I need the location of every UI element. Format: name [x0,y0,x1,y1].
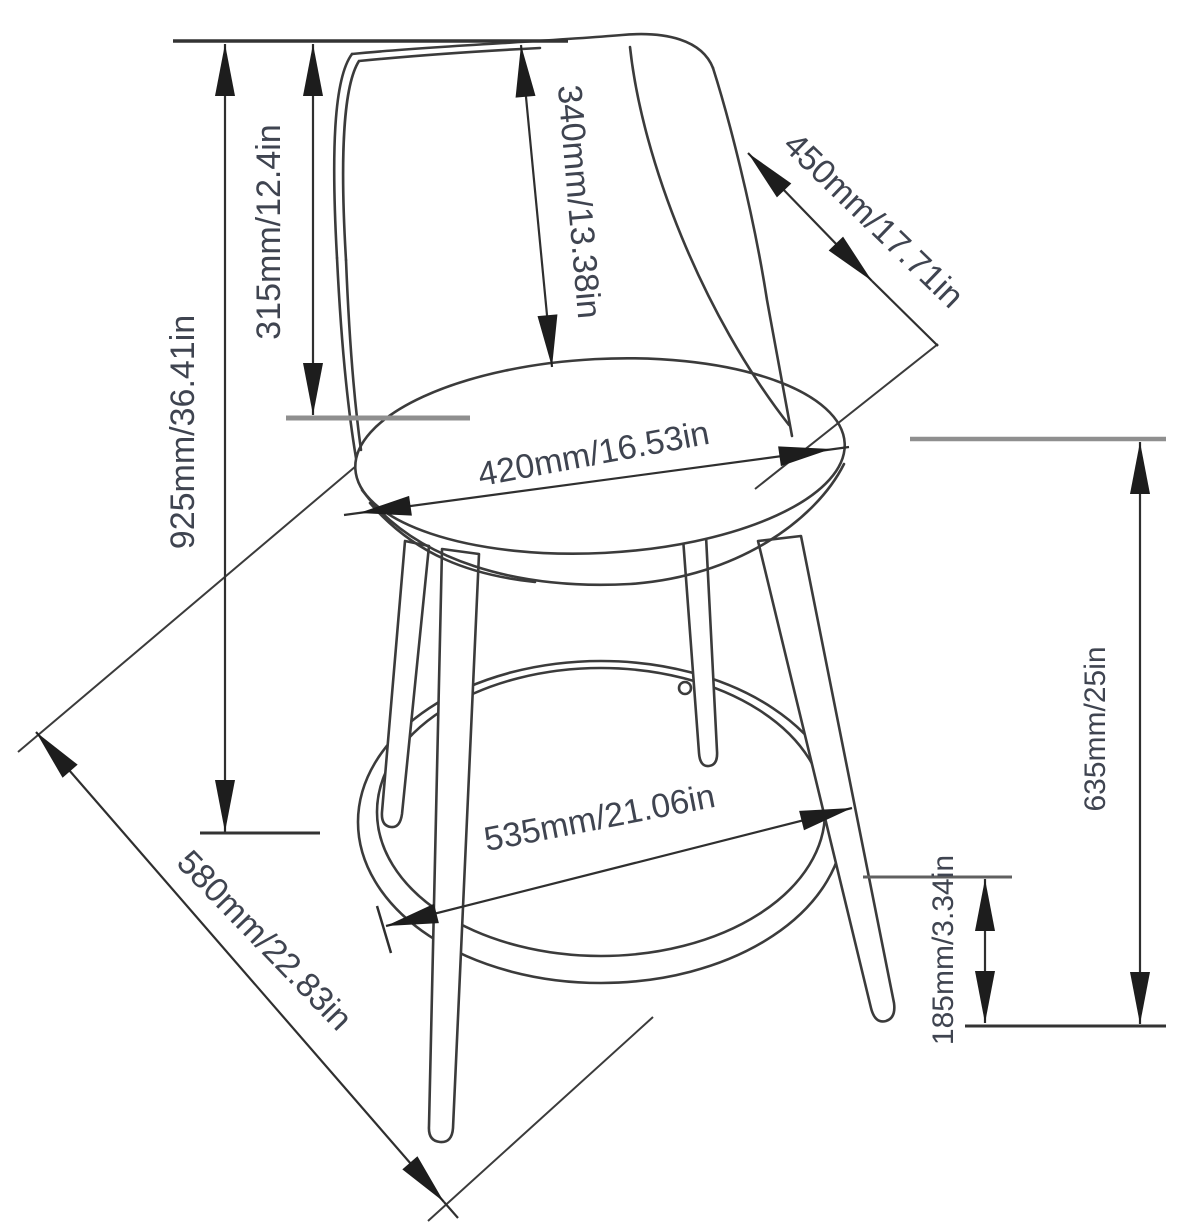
footrest-ring-bolt [677,680,693,696]
dimension-lines [35,44,1142,1219]
dim-line-base-depth-tail [443,1201,459,1219]
arrowhead [36,732,78,778]
backrest-left-inner-line [341,46,542,262]
depth-extension-upper [17,465,357,753]
arrowhead [799,808,852,831]
arrowheads [36,44,1150,1202]
arrowhead [515,45,536,98]
dim-label-seat-height: 635mm/25in [1079,646,1112,811]
arrowhead [215,44,235,96]
backrest-right-edge [711,66,794,438]
chair-outline [332,32,896,1144]
arrowhead [215,780,235,832]
dim-label-backrest-length: 340mm/13.38in [550,83,608,320]
depth-extension-lower [427,1016,654,1222]
dim-line-base-depth [35,731,445,1203]
arrowhead [359,495,412,516]
arrowhead [1130,972,1150,1024]
dim-label-footrest-diameter: 535mm/21.06in [481,777,718,859]
arrowhead [537,314,558,367]
arrowhead [975,971,995,1023]
arrowhead [303,363,323,415]
dim-label-footrest-height: 185mm/3.34in [927,855,960,1045]
dim-label-base-depth: 580mm/22.83in [169,843,359,1038]
dim-label-backrest-height: 315mm/12.4in [250,124,288,339]
front-right-leg [756,534,896,1023]
backrest-left-edge-lower [335,256,358,460]
arrowhead [386,903,439,926]
seat-top [353,356,847,556]
arrowhead [748,153,792,198]
back-left-leg [380,539,431,829]
back-right-leg [681,534,719,768]
backrest-front-face-line [628,45,791,427]
backrest-top-edge [350,32,715,70]
backrest-left-inner-lower [344,258,363,452]
dim-line-footrest-diameter [385,806,853,928]
back-diagonal-extension [754,343,939,490]
arrowhead [778,446,831,467]
arrowhead [303,44,323,96]
arrowhead [975,879,995,931]
dim-label-back-diagonal: 450mm/17.71in [776,125,971,315]
seat-rim [360,462,846,587]
dim-label-overall-height: 925mm/36.41in [164,315,202,549]
dim-line-backrest-length [519,44,554,368]
dimension-labels: 925mm/36.41in 315mm/12.4in 340mm/13.38in… [164,83,1112,1045]
seat-rim-seam [368,501,537,584]
arrowhead [828,236,872,281]
dim-line-back-diagonal-tail [871,280,939,347]
backrest-left-edge-upper [332,52,354,260]
front-left-leg [427,547,481,1144]
arrowhead [1130,442,1150,494]
footrest-diameter-left-tick [375,905,393,954]
dim-line-seat-diameter [343,445,850,517]
arrowhead [402,1156,444,1202]
extension-lines [17,39,1166,1222]
